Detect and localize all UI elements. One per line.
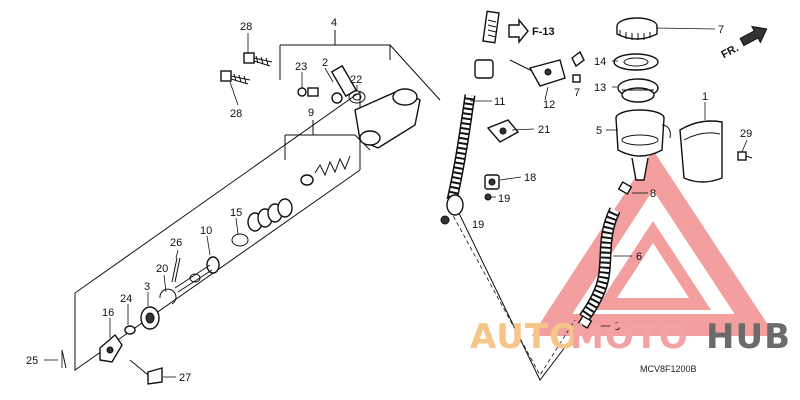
label-part-3: 3 [144,281,150,293]
label-part-13: 13 [594,82,606,94]
watermark-hub: HUB [706,317,791,357]
label-part-8c: 8 [614,321,620,333]
cover-1 [679,120,723,183]
bracket-12 [528,50,585,87]
label-part-20: 20 [156,263,168,275]
spring [300,155,351,186]
label-part-1: 1 [702,91,708,103]
watermark-moto: MOTO [570,317,689,357]
reference-f13: F-13 [508,18,555,44]
label-part-5: 5 [596,125,602,137]
label-part-29: 29 [740,128,752,140]
label-part-24: 24 [120,293,132,305]
label-part-27: 27 [179,372,191,384]
label-part-10: 10 [200,225,212,237]
label-part-28a: 28 [240,21,252,33]
label-part-6: 6 [636,251,642,263]
label-part-19a: 19 [498,193,510,205]
label-part-7b: 7 [574,87,580,99]
diaphragm-13 [617,78,659,103]
watermark-auto: AUTO [470,317,579,357]
nut-24 [124,325,136,335]
piston-assembly [231,198,293,247]
part-26-pin [171,257,181,283]
pin-25 [61,349,67,369]
circlip-20 [159,288,177,305]
bolt-28-top [243,52,273,67]
front-label: FR. [719,42,740,61]
reservoir-5 [615,109,671,181]
label-part-14: 14 [594,56,606,68]
label-part-2: 2 [322,57,328,69]
watermark-text: AUTO MOTO HUB [470,317,791,357]
plate-14 [613,53,659,71]
label-part-7: 7 [718,24,724,36]
label-part-16: 16 [102,307,114,319]
part-23-washer [297,87,319,97]
bolt-27 [129,359,163,385]
boot-3 [140,306,160,330]
hose-11 [440,10,500,225]
part-number-labels: 1 2 3 4 5 6 7 7 8 8 8 9 10 11 12 13 14 1… [26,17,752,384]
label-part-11: 11 [494,96,505,108]
label-part-28b: 28 [230,108,242,120]
label-part-23: 23 [295,61,307,73]
bolt-18 [484,174,500,190]
reference-f13-label: F-13 [532,26,555,38]
assembly-outline [74,30,441,371]
screw-29 [737,151,753,161]
label-part-19b: 19 [472,219,484,231]
label-part-22: 22 [350,74,362,86]
master-cylinder-body [330,64,421,149]
label-part-15: 15 [230,207,242,219]
reservoir-cap-7 [616,17,658,40]
front-direction-arrow: FR. [719,25,768,61]
label-part-18: 18 [524,172,536,184]
reservoir-hose-6 [577,181,633,329]
label-part-26: 26 [170,237,182,249]
pushrod [174,256,220,293]
joint-16 [99,333,123,363]
bolt-28-bottom [220,70,251,85]
label-part-4: 4 [331,17,337,29]
part-22-oring [348,90,366,104]
diagram-code: MCV8F1200B [640,364,697,374]
label-part-25: 25 [26,355,38,367]
label-part-8a: 8 [650,188,656,200]
screw-7b [572,74,581,83]
leader-lines [44,27,748,378]
label-part-12: 12 [543,99,555,111]
label-part-21: 21 [538,124,550,136]
clamp-21 [486,119,520,143]
label-part-9: 9 [308,107,314,119]
